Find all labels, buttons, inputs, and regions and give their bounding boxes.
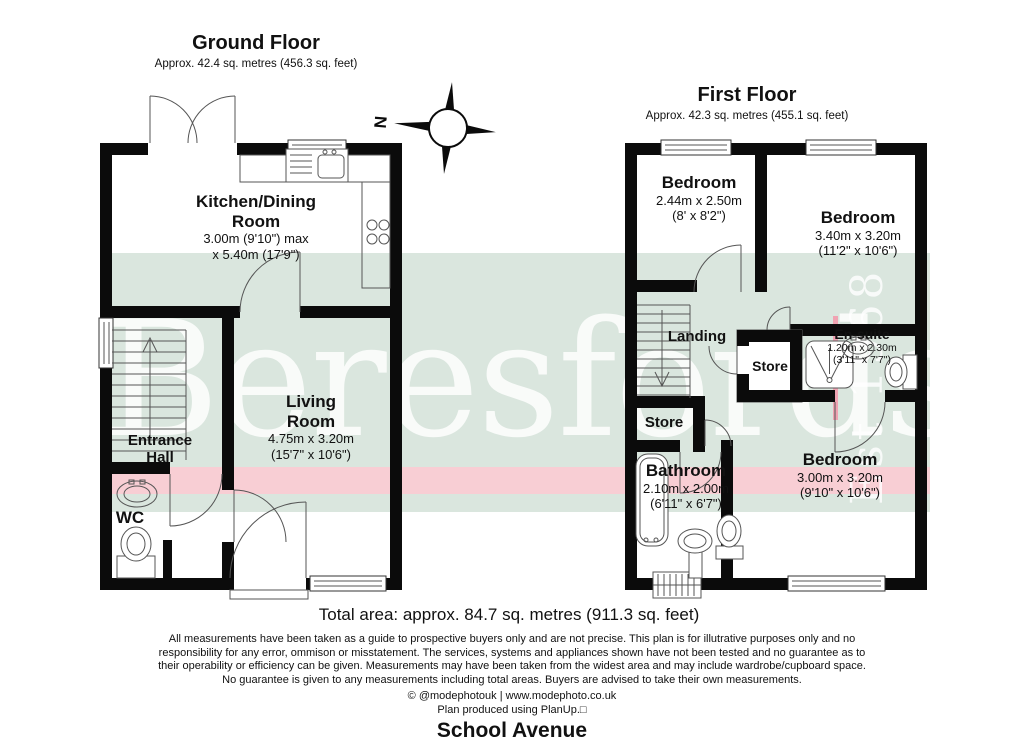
disclaimer-text: All measurements have been taken as a gu… [158, 633, 866, 687]
bedroom2-label: Bedroom 3.40m x 3.20m (11'2" x 10'6") [815, 208, 901, 258]
bedroom1-window [660, 139, 732, 156]
kitchen-door [239, 251, 301, 313]
bathroom-basin-icon [677, 528, 713, 579]
total-area-text: Total area: approx. 84.7 sq. metres (911… [318, 605, 700, 624]
compass-north-label: N [371, 115, 391, 129]
compass-icon: N [371, 82, 496, 174]
wc-basin-icon [116, 479, 158, 508]
ground-floor-subtitle: Approx. 42.4 sq. metres (456.3 sq. feet) [154, 58, 358, 70]
wc-toilet-icon [116, 526, 156, 579]
bathroom-door [679, 451, 722, 494]
living-room-window [309, 575, 387, 592]
landing-label: Landing [667, 328, 727, 345]
plan-produced-credit: Plan produced using PlanUp.□ [437, 704, 587, 716]
french-doors [149, 95, 236, 144]
bathroom-label: Bathroom 2.10m x 2.00m (6'11" x 6'7") [643, 461, 729, 511]
property-address: School Avenue [436, 719, 588, 742]
disclaimer-line: No guarantee is given to any measurement… [222, 673, 802, 686]
stairs-direction-arrow [654, 310, 670, 388]
bedroom2-door [766, 306, 791, 331]
first-floor-title: First Floor [697, 84, 797, 106]
bedroom1-label: Bedroom 2.44m x 2.50m (8' x 8'2") [656, 173, 742, 223]
disclaimer-line: their operability or efficiency can be g… [158, 660, 866, 672]
bath-icon [635, 453, 669, 547]
ground-floor-plan [98, 95, 402, 600]
ground-floor-title: Ground Floor [192, 32, 320, 54]
disclaimer-line: responsibility for any error, ommison or… [158, 646, 866, 659]
bedroom3-door [834, 401, 886, 453]
front-door-step [229, 589, 309, 600]
store-upper-label: Store [752, 358, 788, 374]
shower-icon [805, 340, 854, 389]
kitchen-label: Kitchen/Dining Room 3.00m (9'10") max x … [196, 192, 316, 262]
wc-label: WC [115, 508, 145, 527]
store-lower-door [704, 419, 732, 447]
bedroom3-window [787, 575, 886, 592]
ground-floor-stairs [112, 329, 187, 460]
wc-door [169, 473, 223, 527]
first-floor-stairs [637, 304, 691, 398]
hob-icon [366, 219, 390, 245]
front-door [229, 501, 309, 600]
stairs-direction-arrow [142, 336, 158, 440]
photographer-credit: © @modephotouk | www.modephoto.co.uk [407, 690, 617, 702]
bedroom3-label: Bedroom 3.00m x 3.20m (9'10" x 10'6") [797, 450, 883, 500]
ensuite-label: En-suite 1.20m x 2.30m (3'11" x 7'7") [827, 326, 897, 367]
ensuite-toilet-icon [884, 354, 918, 390]
kitchen-sink [285, 148, 349, 183]
bedroom1-door [693, 244, 742, 293]
disclaimer-line: All measurements have been taken as a gu… [168, 633, 856, 645]
entrance-hall-label: Entrance Hall [127, 432, 193, 467]
watermark-pink-band [100, 467, 930, 494]
bedroom2-window [805, 139, 877, 156]
living-room-door [233, 489, 287, 543]
living-room-label: Living Room 4.75m x 3.20m (15'7" x 10'6"… [268, 392, 354, 462]
ensuite-basin-icon [841, 335, 875, 360]
store-lower-label: Store [644, 414, 684, 431]
store-upper-door [708, 345, 738, 375]
first-floor-subtitle: Approx. 42.3 sq. metres (455.1 sq. feet) [645, 110, 849, 122]
first-floor-plan [625, 139, 927, 599]
bathroom-toilet-icon [715, 514, 744, 560]
hall-side-window [98, 317, 114, 369]
